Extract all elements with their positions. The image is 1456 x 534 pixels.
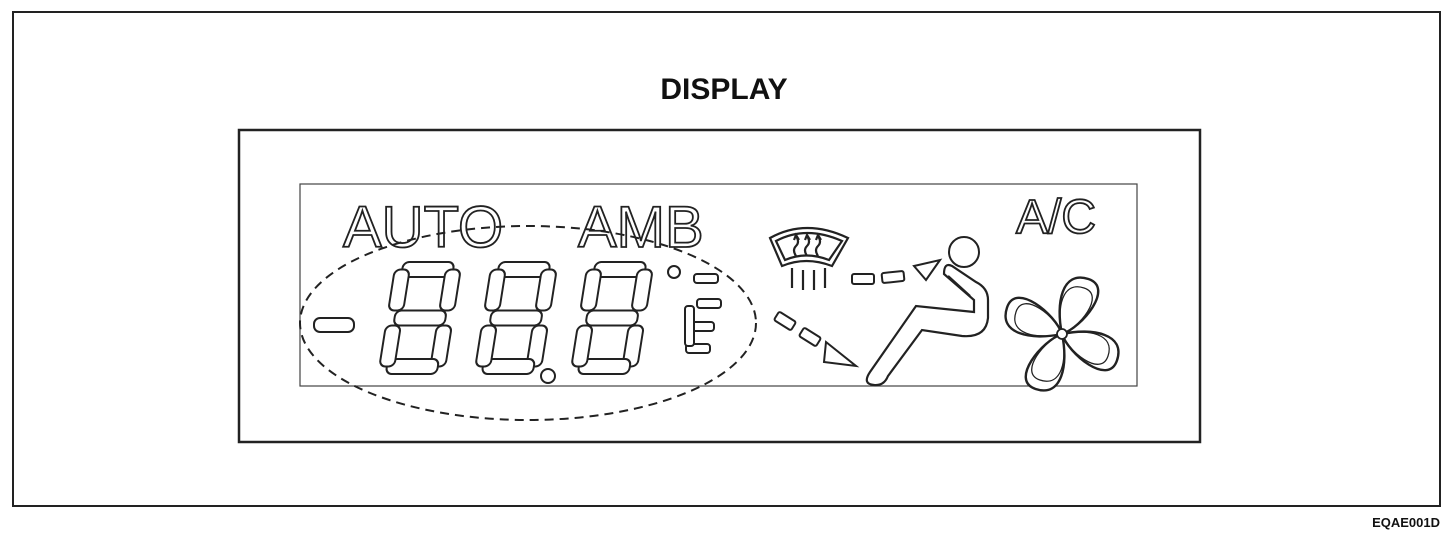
digit-segment (535, 268, 557, 312)
unit-segment (693, 273, 719, 284)
fan-blade (1058, 276, 1100, 336)
fan-icon (1004, 276, 1120, 392)
digit-segment (475, 324, 497, 368)
digit-segment (439, 268, 461, 312)
degree-symbol (667, 265, 681, 279)
fan-blade (1061, 331, 1110, 365)
unit-segment (696, 298, 722, 309)
figure-code: EQAE001D (1372, 515, 1440, 530)
auto-indicator: AUTO (343, 195, 503, 260)
lcd-panel (299, 183, 1138, 387)
ac-indicator: A/C (1016, 191, 1096, 244)
digit-segment (379, 324, 401, 368)
outer-frame (12, 11, 1441, 507)
seven-segment-icon (313, 261, 722, 384)
fan-blade (1031, 333, 1065, 382)
display-bezel (237, 128, 1202, 444)
decimal-point (540, 368, 556, 384)
digit-segment (585, 309, 639, 327)
windshield-defrost-icon (768, 226, 850, 290)
unit-segment (684, 305, 695, 347)
airflow-lower-arrow-icon (773, 311, 860, 368)
fan-blade (1059, 286, 1093, 335)
seated-person-icon (865, 236, 990, 387)
fan-blade (1024, 332, 1066, 392)
airflow-upper-arrow-icon (851, 258, 943, 285)
digit-segment (489, 309, 543, 327)
fan-blade (1004, 296, 1064, 338)
fan-blade (1014, 303, 1063, 337)
digit-segment (580, 268, 602, 312)
diagram-title: DISPLAY (660, 73, 787, 106)
fan-blade (1060, 330, 1120, 372)
digit-segment (571, 324, 593, 368)
amb-indicator: AMB (578, 195, 704, 260)
digit-segment (631, 268, 653, 312)
digit-segment (484, 268, 506, 312)
digit-segment (388, 268, 410, 312)
digit-segment (393, 309, 447, 327)
minus-segment (313, 317, 355, 333)
temperature-highlight-ellipse (299, 225, 757, 421)
